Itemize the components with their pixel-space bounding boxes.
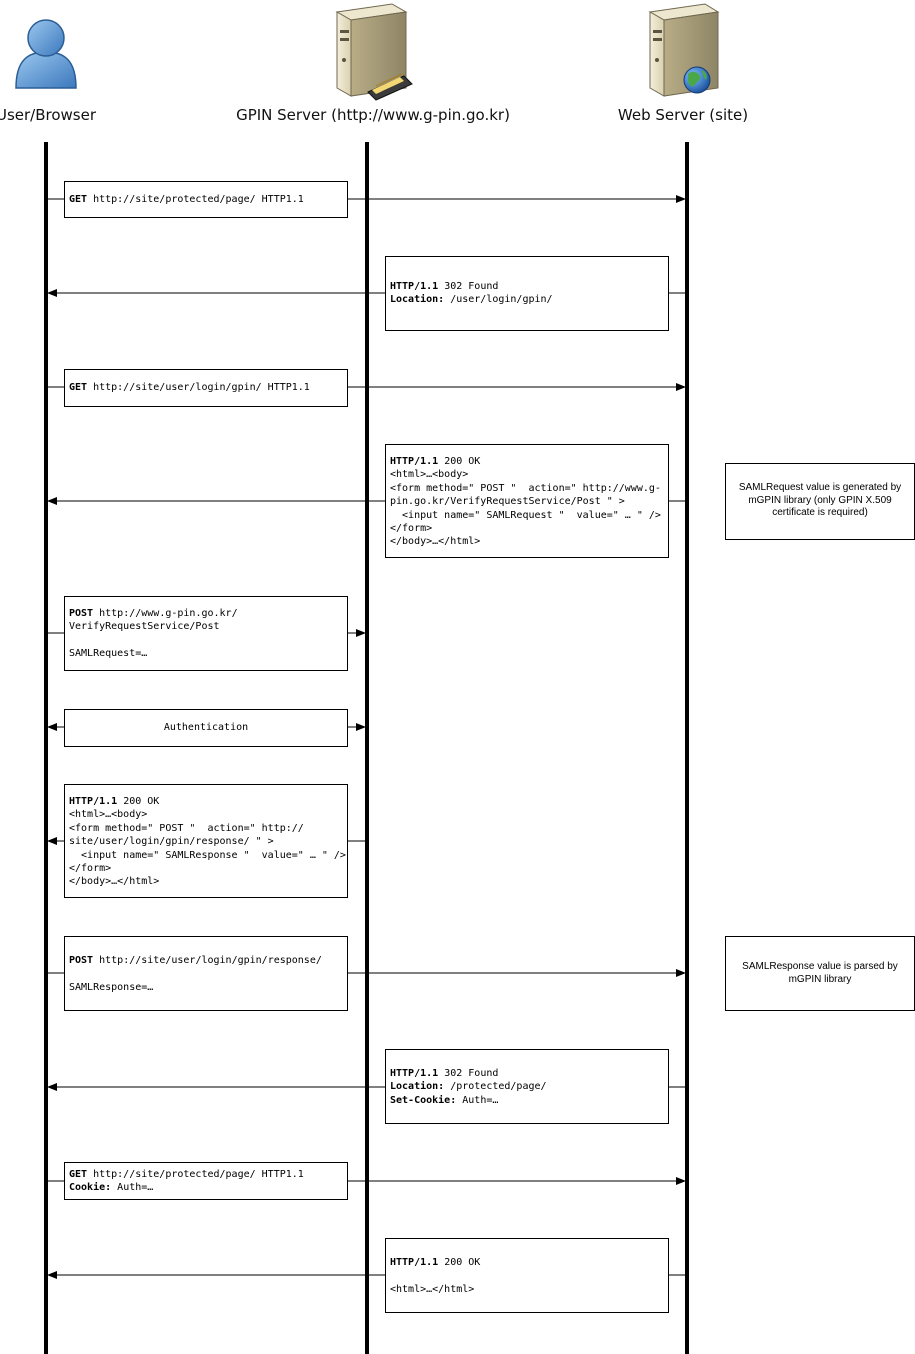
message-line: POST http://www.g-pin.go.kr/ xyxy=(69,607,343,620)
message-line xyxy=(390,1269,664,1282)
message-keyword: GET xyxy=(69,382,88,393)
message-authentication: Authentication xyxy=(64,709,348,747)
message-text: <html>…<body> xyxy=(69,809,148,821)
message-line: Cookie: Auth=… xyxy=(69,1181,343,1194)
message-text: http://site/user/login/gpin/ HTTP1.1 xyxy=(87,382,310,393)
message-line: <form method=" POST " action=" http://ww… xyxy=(390,482,664,495)
message-line: </form> xyxy=(69,862,343,875)
message-text: 200 OK xyxy=(438,456,481,467)
participant-label-user-browser: User/Browser xyxy=(0,106,97,124)
message-line: GET http://site/protected/page/ HTTP1.1 xyxy=(69,1168,343,1181)
message-text: http://www.g-pin.go.kr/ xyxy=(93,608,238,619)
user-icon xyxy=(15,19,77,89)
message-text: http://site/protected/page/ HTTP1.1 xyxy=(87,194,304,205)
message-keyword: GET xyxy=(69,194,88,205)
message-text: <form method=" POST " action=" http:// xyxy=(69,822,304,834)
message-200-ok-page: HTTP/1.1 200 OK <html>…</html> xyxy=(385,1238,669,1313)
message-line: SAMLRequest=… xyxy=(69,647,343,660)
message-keyword: HTTP/1.1 xyxy=(390,456,439,467)
message-200-saml-response-form: HTTP/1.1 200 OK<html>…<body><form method… xyxy=(64,784,348,898)
message-line: SAMLResponse=… xyxy=(69,981,343,994)
message-text: <html>…</html> xyxy=(390,1283,475,1295)
message-keyword: Cookie: xyxy=(69,1182,112,1194)
note-saml-response: SAMLResponse value is parsed by mGPIN li… xyxy=(725,936,915,1011)
message-line: pin.go.kr/VerifyRequestService/Post " > xyxy=(390,495,664,508)
message-keyword: POST xyxy=(69,608,94,619)
message-line: POST http://site/user/login/gpin/respons… xyxy=(69,954,343,967)
message-text: </body>…</html> xyxy=(390,536,481,548)
message-text: /user/login/gpin/ xyxy=(444,294,553,306)
message-line: <input name=" SAMLRequest " value=" … " … xyxy=(390,509,664,522)
message-line: <form method=" POST " action=" http:// xyxy=(69,822,343,835)
message-line: Set-Cookie: Auth=… xyxy=(390,1094,664,1107)
message-line: HTTP/1.1 200 OK xyxy=(390,1256,664,1269)
message-line: Location: /protected/page/ xyxy=(390,1080,664,1093)
participant-label-gpin-server: GPIN Server (http://www.g-pin.go.kr) xyxy=(236,106,510,124)
message-line: Location: /user/login/gpin/ xyxy=(390,293,664,306)
message-keyword: HTTP/1.1 xyxy=(69,796,118,807)
message-text: 302 Found xyxy=(438,1068,499,1079)
message-line: Authentication xyxy=(164,721,248,734)
message-line: HTTP/1.1 200 OK xyxy=(69,795,343,808)
message-line: GET http://site/protected/page/ HTTP1.1 xyxy=(69,193,343,206)
message-keyword: HTTP/1.1 xyxy=(390,1068,439,1079)
server-with-card-reader-icon xyxy=(335,3,413,101)
message-line: site/user/login/gpin/response/ " > xyxy=(69,835,343,848)
message-get-login-gpin: GET http://site/user/login/gpin/ HTTP1.1 xyxy=(64,369,348,407)
message-text: </form> xyxy=(69,863,112,875)
message-line xyxy=(69,967,343,980)
message-line: VerifyRequestService/Post xyxy=(69,620,343,633)
message-line xyxy=(69,634,343,647)
message-text: 302 Found xyxy=(438,281,499,292)
message-keyword: HTTP/1.1 xyxy=(390,281,439,292)
server-with-globe-icon xyxy=(648,3,720,97)
participant-label-web-server: Web Server (site) xyxy=(617,106,749,124)
message-line: HTTP/1.1 302 Found xyxy=(390,280,664,293)
message-keyword: Location: xyxy=(390,1081,445,1093)
message-text: SAMLResponse=… xyxy=(69,981,154,993)
message-keyword: POST xyxy=(69,955,94,966)
message-text: SAMLRequest=… xyxy=(69,648,148,660)
message-200-saml-request-form: HTTP/1.1 200 OK<html>…<body><form method… xyxy=(385,444,669,558)
message-line: <html>…<body> xyxy=(390,468,664,481)
message-text: VerifyRequestService/Post xyxy=(69,621,220,633)
message-text: </body>…</html> xyxy=(69,876,160,888)
message-line: </form> xyxy=(390,522,664,535)
message-text: /protected/page/ xyxy=(444,1081,547,1093)
message-post-verify-request: POST http://www.g-pin.go.kr/VerifyReques… xyxy=(64,596,348,671)
message-keyword: Location: xyxy=(390,294,445,306)
message-text: <html>…<body> xyxy=(390,469,469,481)
message-keyword: GET xyxy=(69,1169,88,1180)
message-text: <input name=" SAMLResponse " value=" … "… xyxy=(69,849,346,861)
message-line: HTTP/1.1 302 Found xyxy=(390,1067,664,1080)
message-keyword: Set-Cookie: xyxy=(390,1094,457,1106)
message-text: site/user/login/gpin/response/ " > xyxy=(69,836,274,848)
message-text: Auth=… xyxy=(111,1182,154,1194)
message-text: 200 OK xyxy=(117,796,160,807)
message-line: <input name=" SAMLResponse " value=" … "… xyxy=(69,849,346,862)
message-line: </body>…</html> xyxy=(390,535,664,548)
message-text: <input name=" SAMLRequest " value=" … " … xyxy=(390,509,661,521)
message-text: pin.go.kr/VerifyRequestService/Post " > xyxy=(390,496,625,508)
message-keyword: HTTP/1.1 xyxy=(390,1257,439,1268)
note-saml-request: SAMLRequest value is generated by mGPIN … xyxy=(725,463,915,540)
message-post-login-response: POST http://site/user/login/gpin/respons… xyxy=(64,936,348,1011)
message-line: GET http://site/user/login/gpin/ HTTP1.1 xyxy=(69,381,343,394)
message-text: <form method=" POST " action=" http://ww… xyxy=(390,482,661,494)
message-line: <html>…<body> xyxy=(69,808,343,821)
message-get-protected-page: GET http://site/protected/page/ HTTP1.1 xyxy=(64,181,348,218)
message-line: <html>…</html> xyxy=(390,1283,664,1296)
message-line: HTTP/1.1 200 OK xyxy=(390,455,664,468)
message-text: </form> xyxy=(390,523,433,535)
message-text: http://site/protected/page/ HTTP1.1 xyxy=(87,1169,304,1180)
message-text: 200 OK xyxy=(438,1257,481,1268)
message-text: Authentication xyxy=(163,722,249,734)
message-line: </body>…</html> xyxy=(69,875,343,888)
message-text: http://site/user/login/gpin/response/ xyxy=(93,955,322,966)
message-text: Auth=… xyxy=(456,1094,499,1106)
